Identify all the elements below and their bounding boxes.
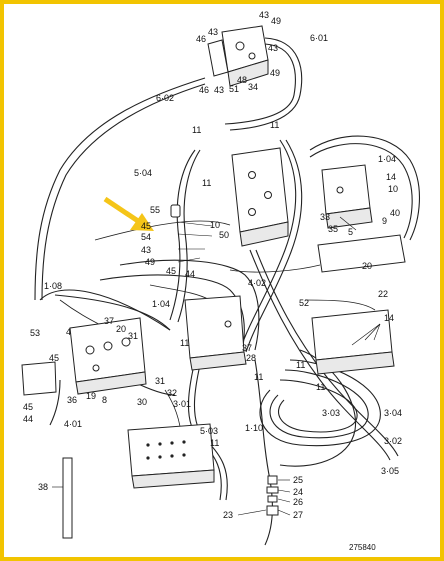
- part-label: 51: [229, 84, 239, 94]
- part-label: 44: [185, 269, 195, 279]
- bottom-block: [127, 423, 215, 489]
- part-label: 50: [219, 230, 229, 240]
- part-label: 4: [66, 327, 71, 337]
- left-small-block: [21, 361, 57, 396]
- part-label: 38: [38, 482, 48, 492]
- leader-lines: [177, 216, 381, 516]
- item-38-bar: [52, 457, 73, 539]
- part-label: 32: [167, 388, 177, 398]
- part-label: 3·02: [384, 436, 402, 446]
- right-lower-block: [311, 309, 395, 375]
- part-label: 3·01: [173, 399, 191, 409]
- part-label: 45: [166, 266, 176, 276]
- part-label: 36: [67, 395, 77, 405]
- part-label: 11: [254, 372, 263, 382]
- part-label: 11: [270, 120, 279, 130]
- part-label: 5·03: [200, 426, 218, 436]
- yellow-pointer-arrow-icon: [103, 196, 154, 231]
- part-label: 4·02: [248, 278, 266, 288]
- part-label: 1·10: [245, 423, 263, 433]
- part-label: 11: [296, 360, 305, 370]
- part-label: 22: [378, 289, 388, 299]
- part-label: 11: [210, 438, 219, 448]
- right-valve-block: [317, 164, 406, 273]
- part-label: 45: [23, 402, 33, 412]
- part-label: 30: [137, 397, 147, 407]
- part-label: 44: [23, 414, 33, 424]
- center-valve-block: [231, 147, 289, 247]
- part-label: 11: [316, 382, 325, 392]
- part-label: 26: [293, 497, 303, 507]
- part-label: 11: [192, 125, 201, 135]
- mid-manifold-block: [184, 295, 247, 371]
- part-label: 34: [248, 82, 258, 92]
- part-label: 6·01: [310, 33, 328, 43]
- part-label: 43: [208, 27, 218, 37]
- part-label: 31: [128, 331, 138, 341]
- part-label: 1·04: [378, 154, 396, 164]
- part-label: 11: [202, 178, 211, 188]
- coupling-stack: [266, 475, 279, 516]
- part-label: 49: [270, 68, 280, 78]
- part-label: 46: [196, 34, 206, 44]
- figure-number: 275840: [349, 543, 376, 552]
- top-valve-block: [207, 25, 269, 87]
- part-label: 45: [49, 353, 59, 363]
- hydraulic-hose-diagram: 43 49 46 43 6·01 43 49 46 43 51 48 34 6·…: [21, 10, 420, 552]
- part-label: 40: [390, 208, 400, 218]
- part-label: 37: [104, 316, 114, 326]
- part-label: 3·05: [381, 466, 399, 476]
- part-label: 55: [150, 205, 160, 215]
- part-label: 52: [299, 298, 309, 308]
- part-label: 8: [102, 395, 107, 405]
- part-label: 1·04: [152, 299, 170, 309]
- part-label: 48: [237, 75, 247, 85]
- part-label: 20: [362, 261, 372, 271]
- part-label: 45: [141, 221, 151, 231]
- part-label: 19: [86, 391, 96, 401]
- part-label: 14: [384, 313, 394, 323]
- part-label: 43: [214, 85, 224, 95]
- part-label: 10: [388, 184, 398, 194]
- part-label: 4·01: [64, 419, 82, 429]
- part-label: 33: [320, 212, 330, 222]
- hose-bundle: [34, 37, 420, 546]
- part-label: 35: [328, 224, 338, 234]
- part-label: 10: [210, 220, 220, 230]
- fitting-55: [170, 204, 181, 218]
- part-label: 11: [180, 338, 189, 348]
- part-label: 20: [116, 324, 126, 334]
- part-label: 24: [293, 487, 303, 497]
- part-label: 25: [293, 475, 303, 485]
- part-label: 23: [223, 510, 233, 520]
- part-label: 49: [145, 257, 155, 267]
- part-labels: 43 49 46 43 6·01 43 49 46 43 51 48 34 6·…: [23, 10, 402, 520]
- part-label: 53: [30, 328, 40, 338]
- part-label: 37: [242, 343, 252, 353]
- part-label: 27: [293, 510, 303, 520]
- part-label: 43: [268, 43, 278, 53]
- part-label: 1·08: [44, 281, 62, 291]
- part-label: 5·04: [134, 168, 152, 178]
- part-label: 6·02: [156, 93, 174, 103]
- part-label: 9: [382, 216, 387, 226]
- part-label: 31: [155, 376, 165, 386]
- part-label: 54: [141, 232, 151, 242]
- part-label: 43: [259, 10, 269, 20]
- part-label: 46: [199, 85, 209, 95]
- part-label: 14: [386, 172, 396, 182]
- part-label: 3·04: [384, 408, 402, 418]
- part-label: 28: [246, 353, 256, 363]
- part-label: 3·03: [322, 408, 340, 418]
- part-label: 49: [271, 16, 281, 26]
- left-control-valve: [69, 317, 147, 395]
- part-label: 5: [348, 227, 353, 237]
- part-label: 43: [141, 245, 151, 255]
